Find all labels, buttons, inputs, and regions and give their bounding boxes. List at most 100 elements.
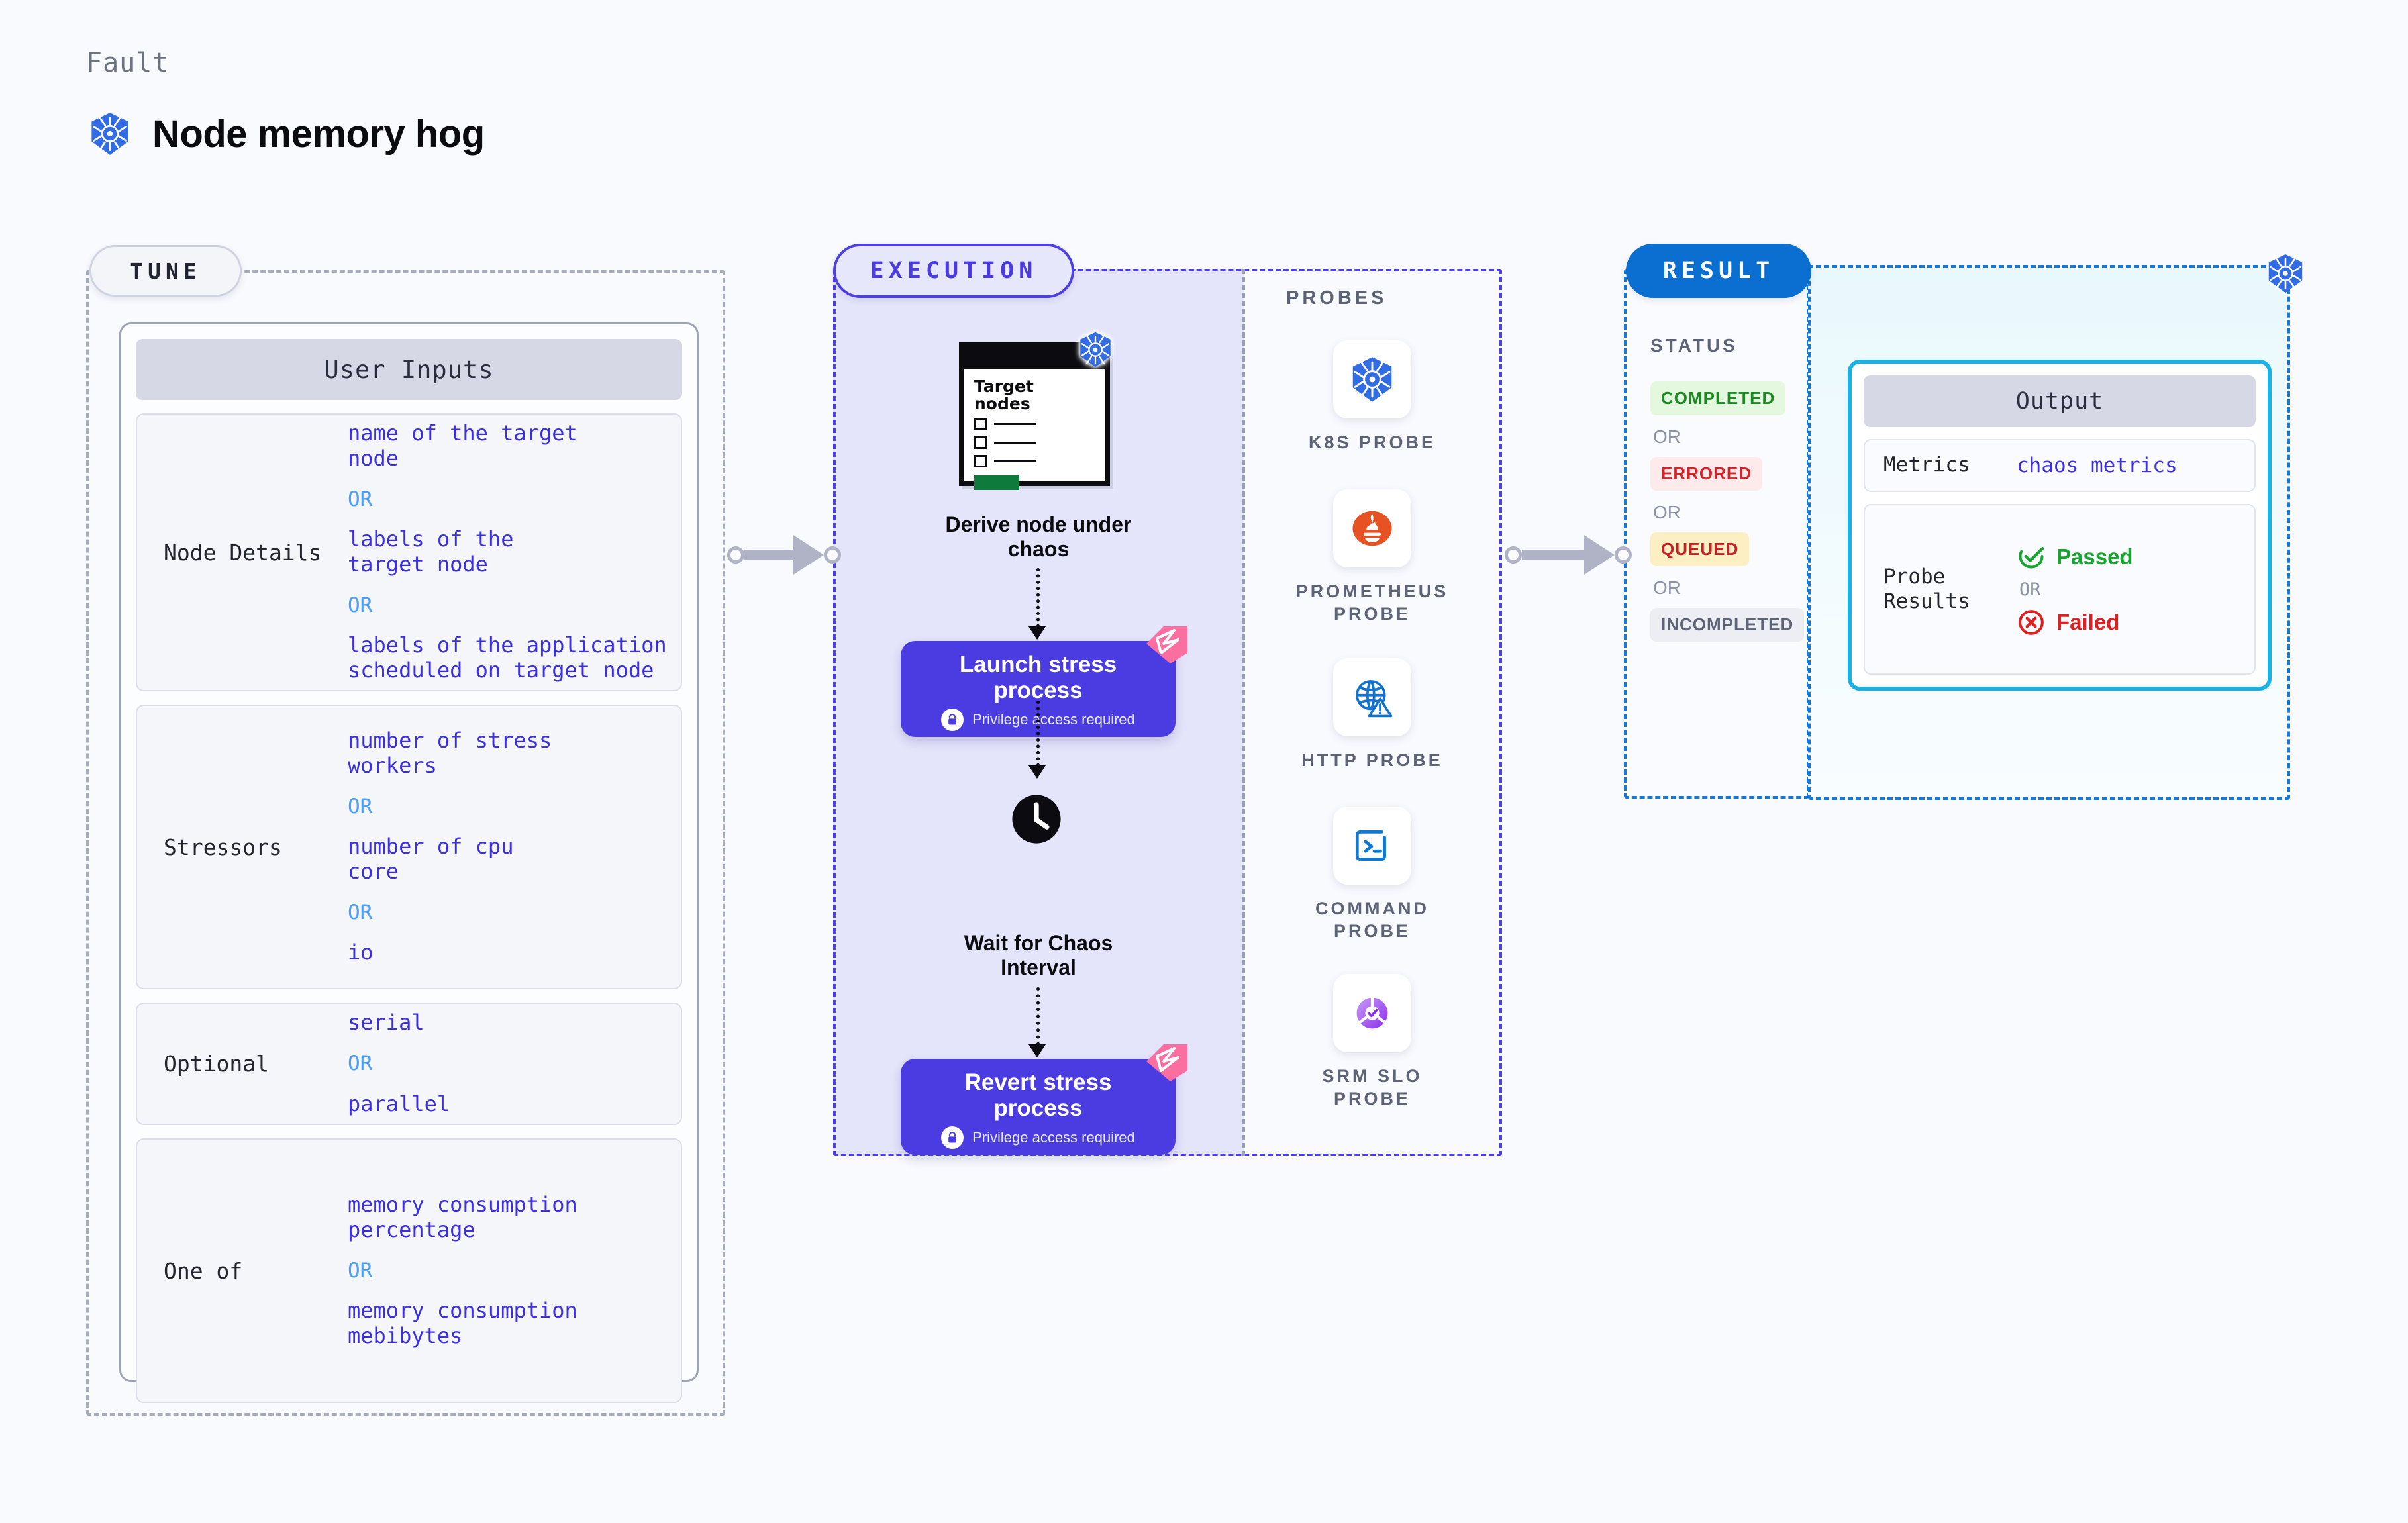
flow-arrowhead — [1028, 626, 1046, 640]
or-separator: OR — [348, 900, 373, 924]
flow-dotted-line — [1036, 701, 1040, 767]
probe-item-srm-slo[interactable]: SRM SLO PROBE — [1242, 974, 1502, 1110]
input-row-optional: Optional serial OR parallel — [136, 1003, 682, 1125]
output-row-metrics: Metrics chaos metrics — [1864, 439, 2256, 492]
harness-ribbon-icon — [1146, 626, 1187, 663]
user-inputs-title: User Inputs — [136, 339, 682, 400]
document-checkbox-row — [974, 436, 1097, 449]
document-highlight-bar — [974, 475, 1019, 490]
input-value: number of stress workers — [348, 728, 552, 778]
target-nodes-document: Target nodes — [959, 332, 1118, 494]
document-card: Target nodes — [959, 342, 1110, 490]
section-pill-execution[interactable]: EXECUTION — [833, 244, 1074, 298]
status-section-label: STATUS — [1650, 335, 1738, 356]
connector-dot — [727, 546, 744, 564]
input-value: serial — [348, 1010, 425, 1036]
connector-arrowhead — [1584, 535, 1615, 575]
step-caption-derive-node: Derive node under chaos — [945, 513, 1132, 562]
line-placeholder — [994, 460, 1036, 462]
input-value: labels of the application scheduled on t… — [348, 632, 667, 683]
input-row-label: Optional — [164, 1051, 269, 1077]
input-value: labels of the target node — [348, 526, 514, 577]
input-value: io — [348, 940, 374, 965]
probe-icon-card — [1333, 807, 1411, 885]
execution-probes-region — [833, 269, 1502, 1156]
document-body: Target nodes — [974, 377, 1097, 490]
flow-arrowhead — [1028, 765, 1046, 779]
input-row-label: Node Details — [164, 539, 322, 565]
checkbox-icon — [974, 436, 987, 449]
input-row-label: One of — [164, 1257, 243, 1284]
kubernetes-icon — [2268, 254, 2303, 293]
connector-tune-to-execution — [727, 535, 841, 575]
probe-item-http[interactable]: HTTP PROBE — [1242, 658, 1502, 772]
input-row-node-details: Node Details name of the target node OR … — [136, 413, 682, 691]
step-title: Revert stress process — [964, 1069, 1112, 1121]
or-separator: OR — [2019, 579, 2041, 600]
probe-item-prometheus[interactable]: PROMETHEUS PROBE — [1242, 489, 1502, 626]
probes-column: PROBES K8S PROBE — [1242, 269, 1502, 1156]
or-separator: OR — [348, 487, 373, 511]
lock-icon — [941, 1126, 964, 1149]
execution-column: Target nodes — [833, 269, 1244, 1156]
or-separator: OR — [348, 1258, 373, 1283]
probe-result-failed: Failed — [2017, 608, 2245, 637]
slo-donut-icon — [1356, 995, 1388, 1029]
output-title: Output — [1864, 375, 2256, 427]
section-pill-tune[interactable]: TUNE — [89, 245, 242, 297]
probe-item-k8s[interactable]: K8S PROBE — [1242, 340, 1502, 454]
document-checkbox-row — [974, 418, 1097, 430]
or-separator: OR — [1653, 502, 1681, 522]
kubernetes-icon — [1080, 332, 1111, 368]
or-separator: OR — [348, 593, 373, 617]
checkbox-icon — [974, 455, 987, 467]
clock-icon — [1012, 795, 1061, 844]
probes-section-label: PROBES — [1286, 287, 1387, 309]
status-badge-queued: QUEUED — [1650, 532, 1750, 566]
output-row-label: Probe Results — [1883, 564, 1970, 613]
result-status-column: STATUS COMPLETED OR ERRORED OR QUEUED OR… — [1624, 269, 1809, 799]
output-metrics-value: chaos metrics — [2017, 454, 2178, 477]
document-heading: Target nodes — [974, 377, 1034, 413]
probe-icon-card — [1333, 974, 1411, 1052]
status-badge-errored: ERRORED — [1650, 457, 1763, 491]
connector-execution-to-result — [1505, 535, 1632, 575]
privilege-note-text: Privilege access required — [972, 711, 1135, 728]
input-value: number of cpu core — [348, 834, 514, 884]
probe-label: PROMETHEUS PROBE — [1295, 581, 1449, 624]
line-placeholder — [994, 442, 1036, 444]
probe-result-passed-label: Passed — [2056, 544, 2133, 569]
connector-dot — [824, 546, 841, 564]
probe-label: K8S PROBE — [1308, 432, 1436, 452]
terminal-icon — [1355, 830, 1386, 861]
kubernetes-icon — [91, 113, 128, 155]
harness-ribbon-icon — [1146, 1044, 1187, 1081]
flow-arrowhead — [1028, 1044, 1046, 1057]
privilege-note-text: Privilege access required — [972, 1129, 1135, 1146]
document-checkbox-row — [974, 455, 1097, 467]
connector-dot — [1615, 546, 1632, 564]
execution-probes-divider — [1242, 269, 1245, 1156]
flow-dotted-line — [1036, 987, 1040, 1046]
connector-bar — [744, 550, 793, 560]
user-inputs-card: User Inputs Node Details name of the tar… — [119, 322, 699, 1403]
probe-icon-card — [1333, 658, 1411, 736]
page-title: Node memory hog — [152, 112, 485, 156]
output-row-label: Metrics — [1883, 453, 1970, 477]
probe-label: SRM SLO PROBE — [1322, 1066, 1423, 1108]
probe-item-command[interactable]: COMMAND PROBE — [1242, 807, 1502, 943]
step-revert-stress-process[interactable]: Revert stress process Privilege access r… — [901, 1044, 1187, 1155]
lock-icon — [941, 709, 964, 731]
fault-title-row: Node memory hog — [87, 111, 485, 156]
fault-label: Fault — [86, 48, 170, 78]
privilege-note: Privilege access required — [941, 1126, 1135, 1149]
input-row-label: Stressors — [164, 834, 282, 860]
or-separator: OR — [1653, 426, 1681, 447]
output-row-probe-results: Probe Results Passed OR Failed — [1864, 504, 2256, 675]
status-badge-incompleted: INCOMPLETED — [1650, 608, 1805, 642]
step-caption-wait-for-chaos-interval: Wait for Chaos Interval — [964, 931, 1113, 980]
section-pill-result[interactable]: RESULT — [1626, 244, 1811, 298]
or-separator: OR — [348, 1052, 373, 1076]
probe-label: COMMAND PROBE — [1315, 899, 1429, 941]
